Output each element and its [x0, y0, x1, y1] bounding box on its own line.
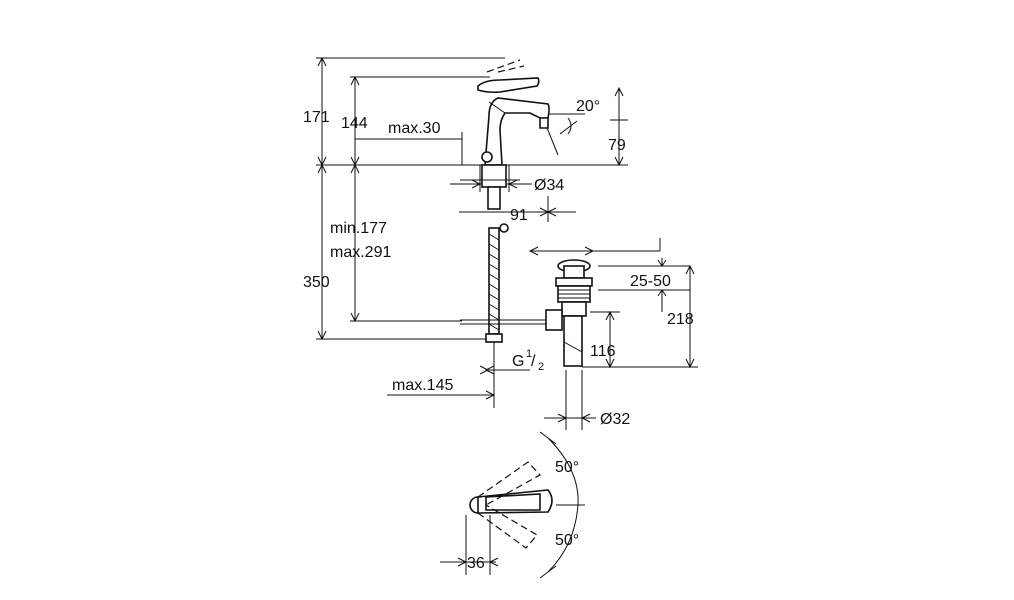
dim-max145: max.145 [392, 377, 453, 394]
dim-91: 91 [510, 207, 528, 224]
drain-dimension-lines [528, 238, 698, 430]
dim-max291: max.291 [330, 244, 391, 261]
dim-25-50: 25-50 [630, 273, 671, 290]
dim-angle-50-top: 50° [555, 459, 579, 476]
dim-144: 144 [341, 115, 368, 132]
dimension-lines [316, 56, 628, 408]
dim-218: 218 [667, 311, 694, 328]
dim-350: 350 [303, 274, 330, 291]
dim-thread-numerator: 1 [526, 348, 532, 360]
dim-171: 171 [303, 109, 330, 126]
dim-diameter-34: Ø34 [534, 177, 564, 194]
dim-36: 36 [467, 555, 485, 572]
dim-angle-20: 20° [576, 98, 600, 115]
flexible-hose [460, 223, 548, 343]
dim-116: 116 [590, 343, 616, 360]
dim-thread-denominator: 2 [538, 361, 544, 373]
dim-min177: min.177 [330, 220, 387, 237]
dim-thread-slash: / [531, 353, 536, 370]
tap-body [477, 59, 550, 166]
dim-max30: max.30 [388, 120, 441, 137]
dim-angle-50-bottom: 50° [555, 532, 579, 549]
dim-79: 79 [608, 137, 626, 154]
mounting-shank [460, 164, 520, 210]
pop-up-waste [545, 259, 593, 367]
plan-view [440, 431, 585, 579]
dim-thread-g: G [512, 353, 524, 370]
dim-diameter-32: Ø32 [600, 411, 630, 428]
